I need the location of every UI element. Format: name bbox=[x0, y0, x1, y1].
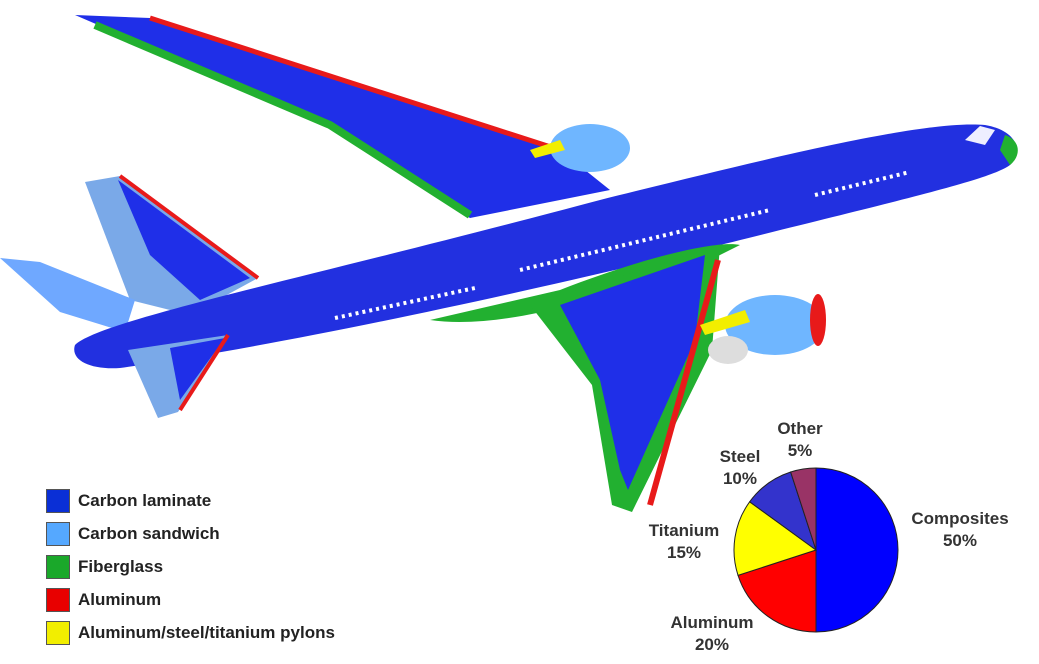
pie-label-other: Other 5% bbox=[777, 418, 822, 462]
legend-label: Fiberglass bbox=[78, 556, 164, 576]
engine-exhaust bbox=[708, 336, 748, 364]
legend-label: Aluminum/steel/titanium pylons bbox=[78, 622, 335, 642]
near-engine bbox=[725, 295, 825, 355]
near-stabilizer-core bbox=[170, 338, 225, 400]
legend-item-carbon-laminate: Carbon laminate bbox=[46, 484, 335, 517]
near-wing-core bbox=[560, 255, 705, 490]
pie-slice-titanium bbox=[733, 501, 818, 576]
near-pylon bbox=[700, 310, 750, 335]
legend-swatch bbox=[46, 521, 70, 546]
pie-slice-aluminum bbox=[737, 549, 817, 633]
pie-label-composites: Composites 50% bbox=[911, 508, 1008, 552]
vertical-tail-core bbox=[118, 180, 250, 300]
far-stabilizer bbox=[0, 258, 135, 332]
legend-item-aluminum: Aluminum bbox=[46, 583, 335, 616]
nose-windshield bbox=[965, 126, 995, 145]
nose-tip bbox=[1000, 135, 1018, 165]
near-engine-inlet bbox=[810, 294, 826, 346]
legend-swatch bbox=[46, 488, 70, 513]
legend-label: Carbon sandwich bbox=[78, 523, 220, 543]
far-wing-leading-edge bbox=[149, 15, 561, 153]
slice-name: Composites bbox=[911, 509, 1009, 528]
legend-label: Aluminum bbox=[78, 589, 162, 609]
near-wing-edge bbox=[647, 259, 721, 506]
far-wing-trailing-strip bbox=[93, 21, 473, 219]
slice-pct: 10% bbox=[722, 469, 758, 488]
slice-pct: 50% bbox=[942, 531, 978, 550]
legend-swatch bbox=[46, 554, 70, 579]
legend-label: Carbon laminate bbox=[78, 490, 212, 510]
pie-slice-composites bbox=[815, 467, 899, 633]
far-pylon bbox=[530, 140, 565, 158]
slice-name: Titanium bbox=[648, 521, 720, 540]
legend-item-fiberglass: Fiberglass bbox=[46, 550, 335, 583]
legend-swatch bbox=[46, 620, 70, 645]
fuselage bbox=[74, 124, 1017, 369]
window-row bbox=[519, 208, 771, 272]
vertical-tail-edge bbox=[118, 174, 260, 280]
legend-item-pylons: Aluminum/steel/titanium pylons bbox=[46, 616, 335, 649]
legend-item-carbon-sandwich: Carbon sandwich bbox=[46, 517, 335, 550]
slice-pct: 5% bbox=[787, 441, 813, 460]
pie-label-titanium: Titanium 15% bbox=[649, 520, 720, 564]
near-stabilizer-edge bbox=[178, 333, 230, 412]
far-wing bbox=[75, 15, 610, 218]
pie-slice-other bbox=[790, 467, 817, 551]
pie-label-steel: Steel 10% bbox=[720, 446, 761, 490]
window-row bbox=[334, 286, 476, 320]
far-engine bbox=[550, 124, 630, 172]
slice-pct: 15% bbox=[666, 543, 702, 562]
slice-name: Aluminum bbox=[670, 613, 754, 632]
materials-legend: Carbon laminate Carbon sandwich Fibergla… bbox=[46, 484, 335, 649]
slice-name: Other bbox=[777, 419, 823, 438]
pie-label-aluminum: Aluminum 20% bbox=[670, 612, 753, 656]
slice-name: Steel bbox=[719, 447, 761, 466]
slice-pct: 20% bbox=[694, 635, 730, 654]
legend-swatch bbox=[46, 587, 70, 612]
window-row bbox=[814, 170, 911, 197]
